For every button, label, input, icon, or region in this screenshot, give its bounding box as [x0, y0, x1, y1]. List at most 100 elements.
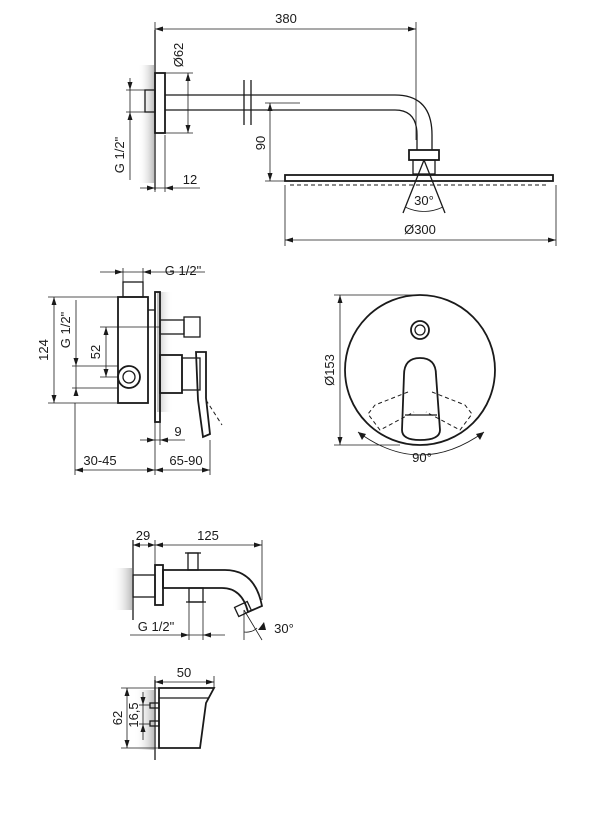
- mixer-inlet-inner: [122, 370, 136, 384]
- dim-mixer-g12-side-arrow-bottom: [73, 388, 79, 396]
- shower-head-plate: [284, 174, 554, 182]
- spray-angle-arc: [404, 206, 444, 212]
- dim-29-arrow-right: [148, 542, 155, 548]
- dim-29-label: 29: [136, 528, 150, 543]
- diverter-button-inner: [414, 324, 426, 336]
- spout-bottom-fitting: [188, 587, 204, 603]
- dim-mixer-g12-side-arrow-top: [73, 358, 79, 366]
- dim-52-arrow-top: [103, 327, 109, 335]
- dim-30-45-arrow-left: [75, 467, 83, 473]
- dim-d62-arrow-bottom: [185, 125, 191, 133]
- dim-g12-label: G 1/2": [112, 136, 127, 173]
- dim-125-arrow-right: [254, 542, 262, 548]
- spray-line-right: [423, 159, 446, 214]
- head-connector-lower: [412, 159, 436, 175]
- head-connector: [408, 149, 440, 161]
- dim-spout-g12-arrow-right: [203, 632, 211, 638]
- holder-screw-top: [149, 702, 160, 709]
- dim-spout-g12-arrow-left: [181, 632, 189, 638]
- dim-d300-arrow-right: [548, 237, 556, 243]
- dim-380-arrow-right: [408, 26, 416, 32]
- spout-angle-line-2: [243, 609, 263, 641]
- mixer-lever-handle: [195, 351, 211, 439]
- dim-mixer-g12-top-label: G 1/2": [165, 263, 202, 278]
- diverter-button: [410, 320, 430, 340]
- dim-124-arrow-bottom: [51, 395, 57, 403]
- dim-125-arrow-left: [155, 542, 163, 548]
- dim-9-arrow-right: [160, 437, 168, 443]
- dim-50-arrow-left: [155, 679, 163, 685]
- dim-90-arrow-bottom: [267, 173, 273, 181]
- dim-mixer-g12-top-arrow-left: [115, 269, 123, 275]
- spout-wall-shading: [112, 568, 132, 610]
- mixer-inlet-outer: [117, 365, 141, 389]
- dim-9-label: 9: [174, 424, 181, 439]
- dim-124-arrow-top: [51, 297, 57, 305]
- dim-16-5-label: 16,5: [126, 702, 141, 727]
- dim-spout-g12-label: G 1/2": [138, 619, 175, 634]
- mixer-wall-shading: [157, 292, 173, 412]
- dim-holder-62-arrow-top: [124, 688, 130, 696]
- dim-50-arrow-right: [206, 679, 214, 685]
- spout-angle-arc: [243, 627, 258, 633]
- dim-29-arrow-left: [133, 542, 140, 548]
- mixer-drawing: G 1/2" 124 G 1/2" 52 9: [36, 263, 223, 475]
- spray-line-left: [402, 159, 425, 214]
- mixer-side-outlet-nut: [183, 316, 201, 338]
- dim-spout-30deg-label: 30°: [274, 621, 294, 636]
- dim-65-90-arrow-left: [155, 467, 163, 473]
- dim-9-arrow-left: [147, 437, 155, 443]
- dim-124-label: 124: [36, 339, 51, 361]
- dim-90deg-label: 90°: [412, 450, 432, 465]
- wall-shading: [138, 65, 154, 183]
- dim-12-label: 12: [183, 172, 197, 187]
- inlet-nipple: [144, 89, 156, 113]
- dim-12-arrow-right: [165, 185, 173, 191]
- dim-16-5-arrow-top: [140, 697, 146, 705]
- dim-30-45-label: 30-45: [83, 453, 116, 468]
- dim-65-90-arrow-right: [202, 467, 210, 473]
- dim-d62-arrow-top: [185, 73, 191, 81]
- dim-125-label: 125: [197, 528, 219, 543]
- spout-outlet: [233, 600, 253, 618]
- dim-30deg-label: 30°: [414, 193, 434, 208]
- dim-52-label: 52: [88, 345, 103, 359]
- dim-d153-arrow-top: [337, 295, 343, 303]
- holder-drawing: 50 62 16,5: [110, 665, 216, 760]
- lever-pos-right: [425, 391, 473, 431]
- dim-d153-label: Ø153: [322, 354, 337, 386]
- dim-mixer-g12-side-label: G 1/2": [58, 311, 73, 348]
- lever-pos-left: [367, 391, 415, 431]
- dim-50-label: 50: [177, 665, 191, 680]
- dim-holder-62-arrow-bottom: [124, 740, 130, 748]
- plate-lever: [401, 357, 441, 441]
- mixer-lever-hub: [181, 357, 201, 391]
- holder-body: [158, 687, 216, 749]
- dim-30-45-arrow-right: [147, 467, 155, 473]
- shower-head-drawing: 380 Ø62 G 1/2" 12 90 30°: [112, 11, 557, 246]
- dim-90deg-arc: [357, 431, 485, 456]
- dim-g12-arrow-bottom: [127, 112, 133, 120]
- dim-65-90-label: 65-90: [169, 453, 202, 468]
- spout-drawing: 29 125 G 1/2" 30°: [112, 528, 294, 641]
- dim-d62-label: Ø62: [171, 43, 186, 68]
- holder-screw-bottom: [149, 720, 160, 727]
- dim-90deg-arrow-right: [476, 432, 484, 440]
- dim-52-arrow-bottom: [103, 369, 109, 377]
- dim-90-label: 90: [253, 136, 268, 150]
- dim-holder-62-label: 62: [110, 711, 125, 725]
- wall-flange: [154, 72, 166, 134]
- spout-rosette: [154, 564, 164, 606]
- arm-elbow-inner: [394, 109, 418, 150]
- cover-plate-circle: [344, 294, 496, 446]
- spout-angle-arrow: [258, 622, 266, 630]
- dim-90-arrow-top: [267, 103, 273, 111]
- dim-d300-arrow-left: [285, 237, 293, 243]
- spout-body: [162, 569, 264, 614]
- spout-diverter-knob: [187, 552, 199, 571]
- dim-16-5-arrow-bottom: [140, 724, 146, 732]
- mixer-lever-alt: [205, 399, 223, 426]
- dim-380-arrow-left: [155, 26, 163, 32]
- dim-d300-label: Ø300: [404, 222, 436, 237]
